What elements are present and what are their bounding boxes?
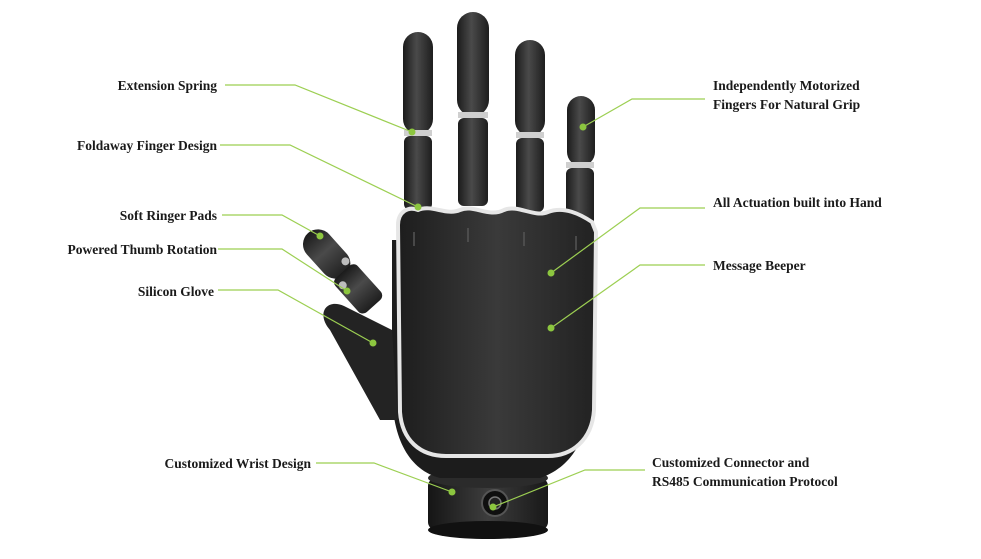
label-message-beeper: Message Beeper — [713, 258, 806, 273]
label-motorized-line2: Fingers For Natural Grip — [713, 97, 861, 112]
little-finger — [566, 96, 595, 226]
leader-beeper — [550, 264, 705, 329]
label-wrist-design: Customized Wrist Design — [164, 456, 311, 471]
palm — [395, 206, 599, 458]
leader-silicon-glove — [218, 289, 374, 344]
dot-extension-spring — [408, 128, 416, 136]
middle-finger — [457, 12, 489, 206]
leader-wrist — [316, 462, 453, 493]
ring-finger — [515, 40, 545, 212]
dot-silicon-glove — [369, 339, 377, 347]
leader-foldaway-finger — [220, 144, 419, 208]
dot-connector — [489, 503, 497, 511]
connector-port — [481, 489, 509, 517]
leader-actuation — [550, 207, 705, 274]
label-extension-spring: Extension Spring — [117, 78, 217, 93]
label-thumb-rotation: Powered Thumb Rotation — [67, 242, 217, 257]
leader-extension-spring — [225, 84, 413, 133]
dot-wrist — [448, 488, 456, 496]
label-connector-line1: Customized Connector and — [652, 455, 810, 470]
label-connector-line2: RS485 Communication Protocol — [652, 474, 838, 489]
leader-motorized — [582, 98, 705, 128]
leader-soft-pads — [222, 214, 321, 237]
dot-foldaway-finger — [414, 203, 422, 211]
dot-beeper — [547, 324, 555, 332]
label-connector: Customized Connector and RS485 Communica… — [652, 453, 838, 491]
label-foldaway-finger: Foldaway Finger Design — [76, 138, 217, 153]
label-soft-finger-pads: Soft Ringer Pads — [119, 208, 217, 223]
dot-motorized — [579, 123, 587, 131]
leader-lines — [218, 84, 705, 508]
thumb — [302, 229, 398, 420]
palm-finger-bumps — [413, 228, 577, 250]
label-motorized-fingers: Independently Motorized Fingers For Natu… — [713, 76, 860, 114]
leader-thumb-rotation — [218, 248, 348, 292]
dot-soft-pads — [316, 232, 324, 240]
leader-connector — [492, 469, 645, 508]
label-actuation: All Actuation built into Hand — [713, 195, 882, 210]
dot-thumb-rotation — [343, 287, 351, 295]
index-finger — [403, 32, 433, 210]
label-silicon-glove: Silicon Glove — [137, 284, 214, 299]
label-motorized-line1: Independently Motorized — [713, 78, 860, 93]
leader-dots — [316, 123, 587, 511]
dot-actuation — [547, 269, 555, 277]
